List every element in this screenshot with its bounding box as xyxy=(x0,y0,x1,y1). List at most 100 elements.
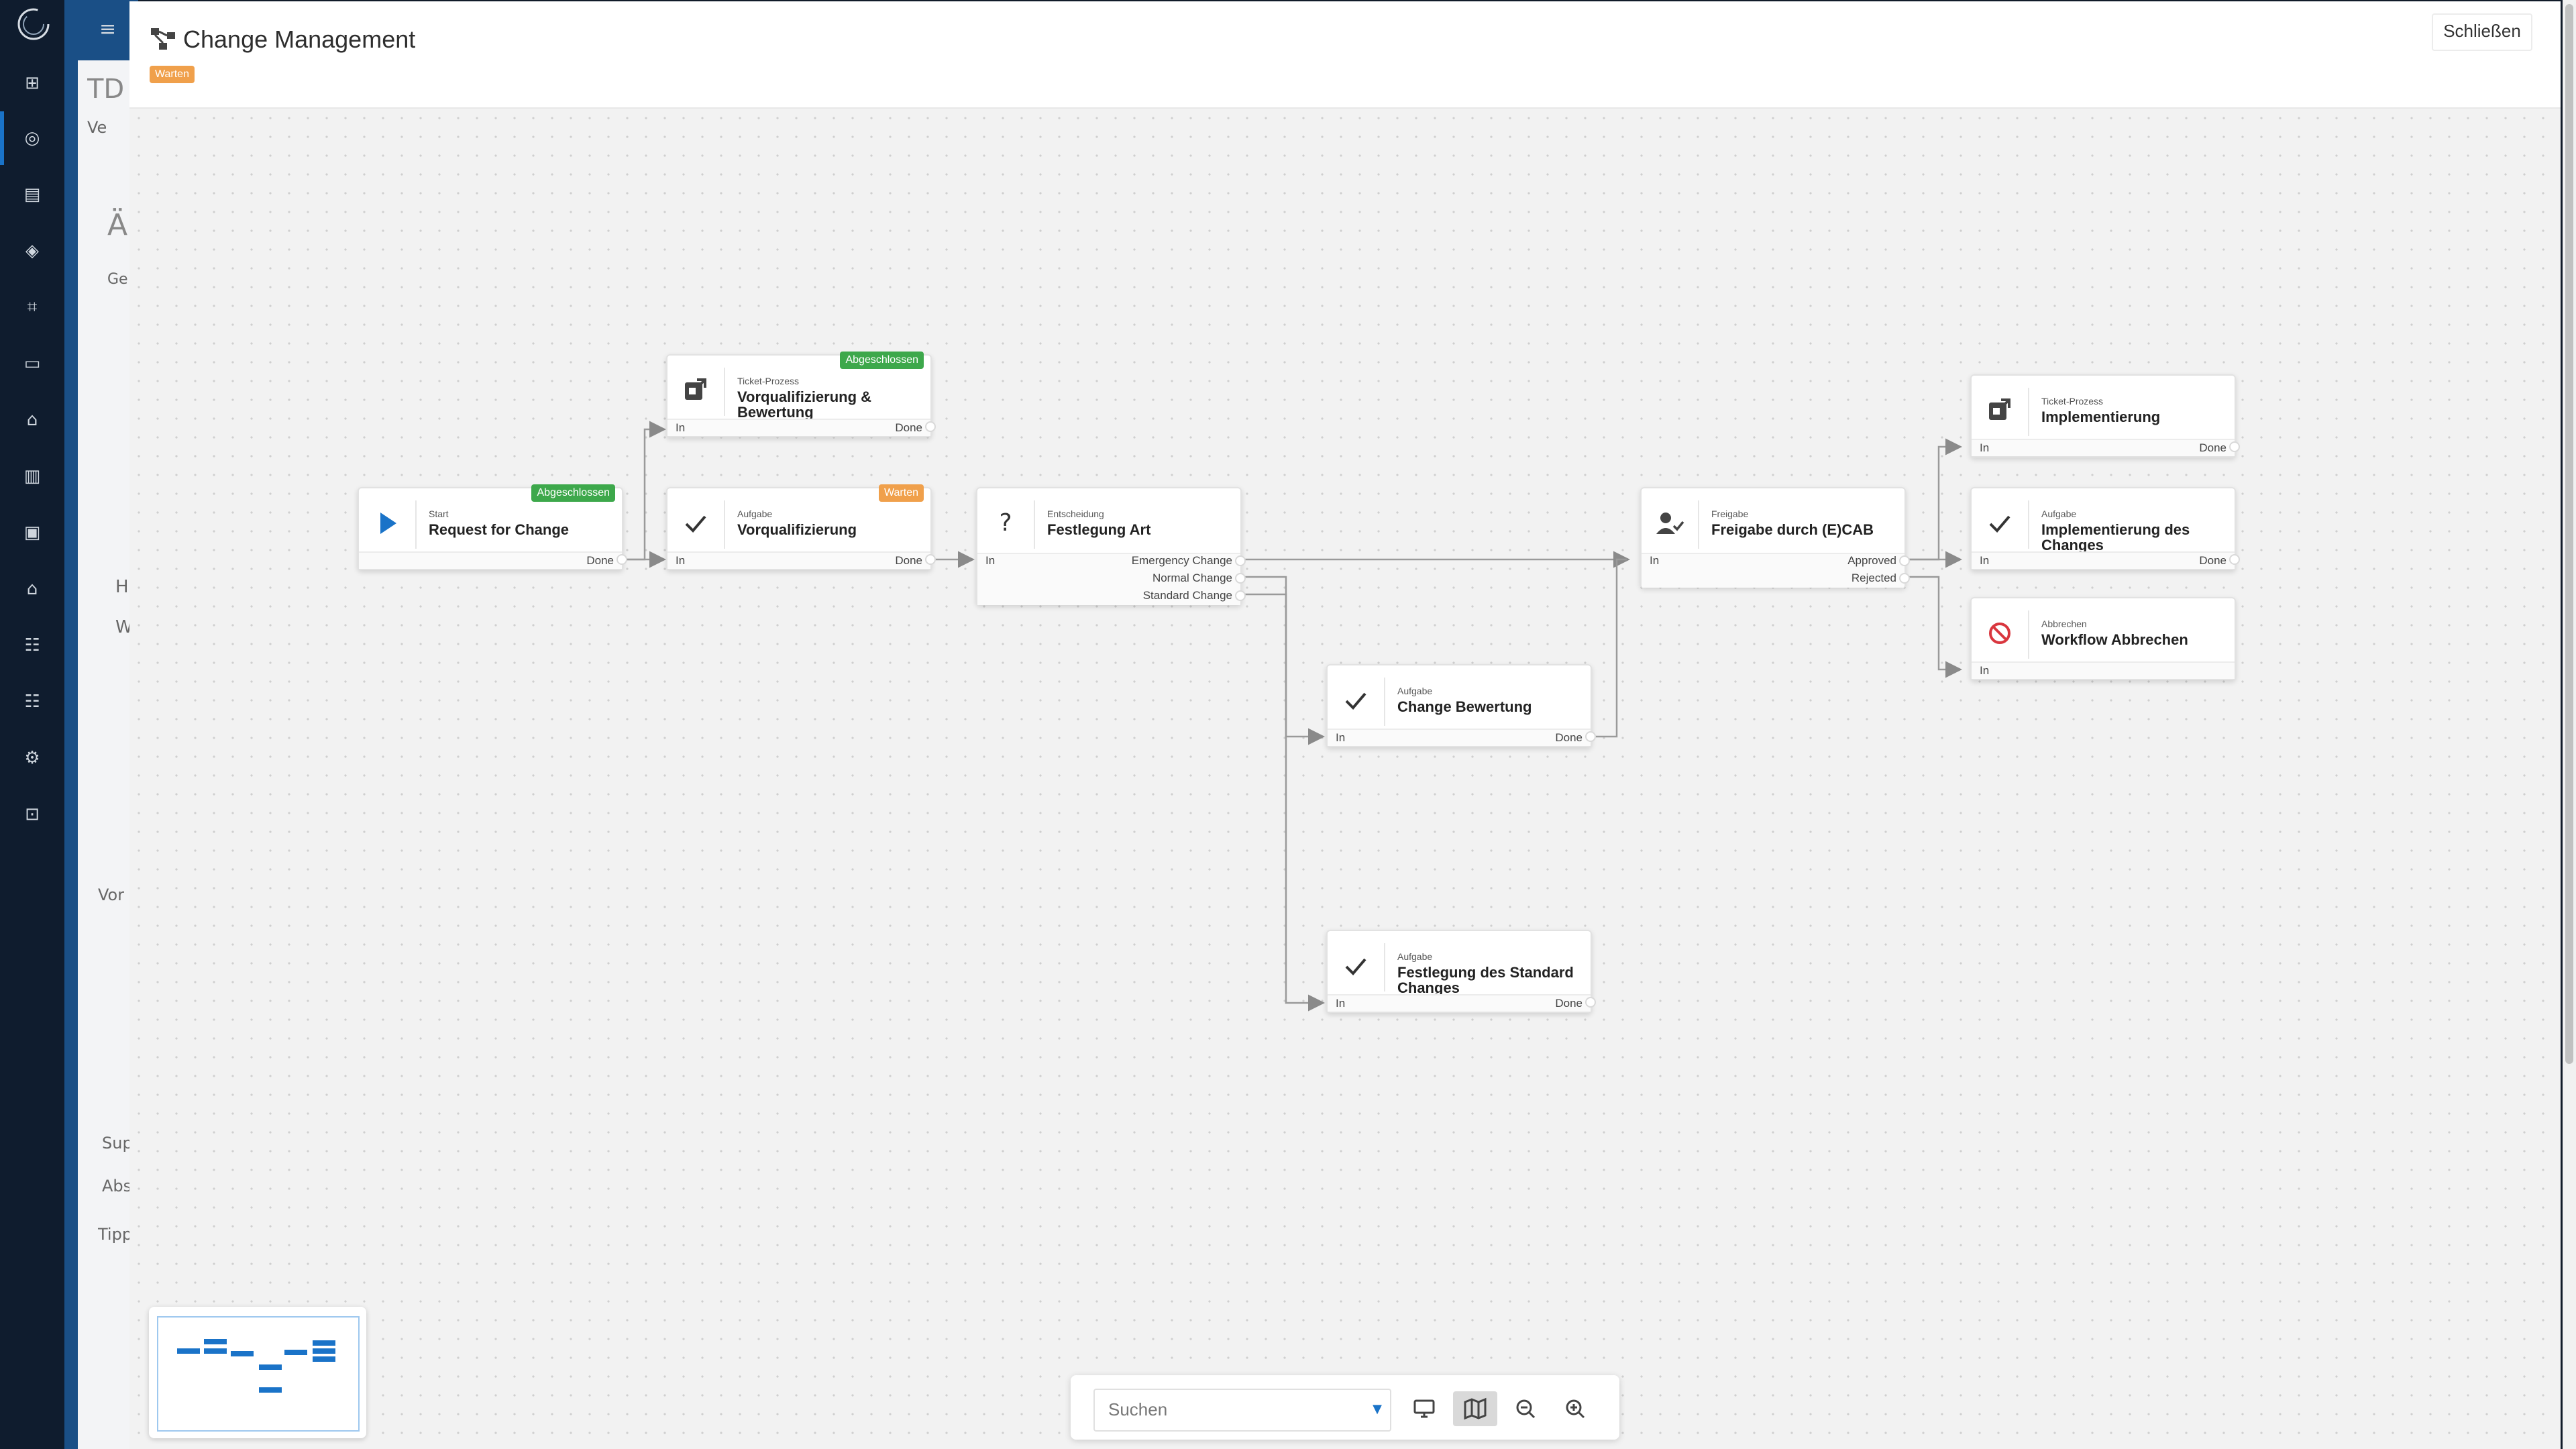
ticket-process-icon xyxy=(685,378,706,400)
connector-evaluation-to-approval xyxy=(1596,558,1627,738)
node-type: Aufgabe xyxy=(1397,951,1433,962)
output-port[interactable] xyxy=(1235,590,1246,601)
minimap-node xyxy=(313,1356,335,1362)
workflow-node-start[interactable]: Start Request for Change Abgeschlossen D… xyxy=(358,484,627,570)
background-heading: Ä xyxy=(107,208,128,242)
output-port-label: Emergency Change xyxy=(1131,554,1232,567)
workflow-node-task[interactable]: Aufgabe Vorqualifizierung Warten In Done xyxy=(666,484,936,570)
node-type: Aufgabe xyxy=(737,508,773,519)
output-port[interactable] xyxy=(1585,997,1596,1008)
workflow-node-ticket-process[interactable]: Ticket-Prozess Vorqualifizierung & Bewer… xyxy=(666,352,936,437)
output-port[interactable] xyxy=(616,554,627,565)
connector-layer xyxy=(623,421,1962,1012)
left-navigation: ⊞ ◎ ▤ ◈ ⌗ ▭ ⌂ ▥ ▣ ⌂ ☷ ☷ ⚙ ⊡ xyxy=(0,0,64,1449)
minimap-node xyxy=(313,1340,335,1346)
check-icon xyxy=(1345,692,1366,710)
page-scrollbar-thumb[interactable] xyxy=(2565,4,2573,1064)
output-port-label: Approved xyxy=(1847,554,1896,567)
node-footer xyxy=(359,551,622,569)
search-combobox[interactable]: ▼ xyxy=(1093,1389,1391,1432)
output-port[interactable] xyxy=(925,421,936,432)
workflow-node-ticket-process[interactable]: Ticket-Prozess Implementierung In Done xyxy=(1970,374,2240,458)
output-port[interactable] xyxy=(925,554,936,565)
node-separator xyxy=(415,500,417,549)
minimap-node xyxy=(177,1348,200,1354)
nav-groups-icon[interactable]: ☷ xyxy=(24,692,40,712)
map-icon xyxy=(1464,1397,1487,1420)
chevron-down-icon[interactable]: ▼ xyxy=(1373,1402,1382,1416)
nav-network-icon[interactable]: ⌗ xyxy=(27,297,38,317)
zoom-in-button[interactable] xyxy=(1554,1391,1598,1426)
nav-archive-icon[interactable]: ▤ xyxy=(23,184,41,205)
input-port-label: In xyxy=(1980,664,1990,677)
node-footer xyxy=(667,551,930,569)
user-approval-icon xyxy=(1656,513,1684,534)
connector-standard-to-definition xyxy=(1242,593,1325,1012)
node-name: Implementierung xyxy=(2041,409,2161,425)
node-separator xyxy=(724,500,725,549)
close-button[interactable]: Schließen xyxy=(2432,13,2532,51)
nav-settings-icon[interactable]: ⚙ xyxy=(24,748,40,768)
workflow-node-decision[interactable]: ? Entscheidung Festlegung Art In Emergen… xyxy=(976,487,1246,605)
background-content: TD Ve Ä Ge H W Vor Sup Abs Tipp xyxy=(78,60,138,1449)
output-port[interactable] xyxy=(1585,731,1596,742)
check-icon xyxy=(685,515,706,533)
output-port[interactable] xyxy=(2229,554,2240,565)
nav-image-icon[interactable]: ▣ xyxy=(23,523,41,543)
node-separator xyxy=(1384,678,1385,726)
workflow-node-cancel[interactable]: Abbrechen Workflow Abbrechen In xyxy=(1970,597,2236,680)
nav-building-icon[interactable]: ⌂ xyxy=(26,579,38,599)
nav-lock-icon[interactable]: ⊡ xyxy=(25,804,40,824)
input-port-label: In xyxy=(1650,554,1660,567)
node-name: Change Bewertung xyxy=(1397,698,1532,715)
nav-add-icon[interactable]: ⊞ xyxy=(25,73,40,93)
nav-education-icon[interactable]: ⌂ xyxy=(26,410,38,430)
app-logo-icon[interactable] xyxy=(15,5,52,43)
minimap[interactable] xyxy=(149,1307,366,1438)
zoom-out-icon xyxy=(1516,1399,1536,1419)
connector-start-to-ticket xyxy=(623,421,666,561)
output-port[interactable] xyxy=(1235,555,1246,566)
nav-users-icon[interactable]: ☷ xyxy=(24,635,40,655)
minimap-node xyxy=(313,1348,335,1354)
zoom-out-button[interactable] xyxy=(1504,1391,1548,1426)
workflow-node-task[interactable]: Aufgabe Implementierung des Changes In D… xyxy=(1970,487,2240,570)
output-port[interactable] xyxy=(1899,555,1910,566)
minimap-toggle-button[interactable] xyxy=(1453,1391,1497,1426)
check-icon xyxy=(1345,958,1366,975)
nav-target-icon[interactable]: ◎ xyxy=(24,128,40,148)
ticket-process-icon xyxy=(1989,398,2010,420)
input-port-label: In xyxy=(676,421,686,434)
node-footer xyxy=(977,553,1240,605)
workflow-node-approval[interactable]: Freigabe Freigabe durch (E)CAB In Approv… xyxy=(1640,487,1910,588)
fit-screen-button[interactable] xyxy=(1402,1391,1446,1426)
workflow-node-task[interactable]: Aufgabe Festlegung des Standard Changes … xyxy=(1326,930,1596,1013)
node-footer xyxy=(667,419,930,436)
node-footer xyxy=(1642,553,1904,588)
nav-layers-icon[interactable]: ◈ xyxy=(25,241,39,261)
input-port-label: In xyxy=(1980,554,1990,567)
output-port[interactable] xyxy=(1899,573,1910,584)
node-separator xyxy=(2028,500,2029,549)
search-input[interactable] xyxy=(1095,1390,1371,1429)
workflow-node-task[interactable]: Aufgabe Change Bewertung In Done xyxy=(1326,664,1596,747)
output-port-label: Done xyxy=(895,421,922,434)
modal-title: Change Management xyxy=(183,25,416,53)
output-port-label: Done xyxy=(586,554,614,567)
hamburger-menu-icon[interactable]: ≡ xyxy=(99,17,117,41)
workflow-canvas[interactable]: Start Request for Change Abgeschlossen D… xyxy=(129,109,2561,1449)
background-section-sup: Sup xyxy=(102,1134,133,1152)
nav-library-icon[interactable]: ▥ xyxy=(23,466,41,486)
node-name: Festlegung Art xyxy=(1047,521,1151,538)
node-separator xyxy=(1698,500,1699,549)
nav-device-icon[interactable]: ▭ xyxy=(23,354,41,374)
output-port[interactable] xyxy=(1235,573,1246,584)
output-port[interactable] xyxy=(2229,441,2240,452)
input-port-label: In xyxy=(1336,731,1346,744)
input-port-label: In xyxy=(985,554,996,567)
monitor-icon xyxy=(1413,1399,1435,1418)
nav-selection-indicator xyxy=(0,111,4,165)
minimap-viewport[interactable] xyxy=(157,1316,360,1432)
minimap-node xyxy=(231,1351,254,1356)
node-name: Freigabe durch (E)CAB xyxy=(1711,521,1874,538)
